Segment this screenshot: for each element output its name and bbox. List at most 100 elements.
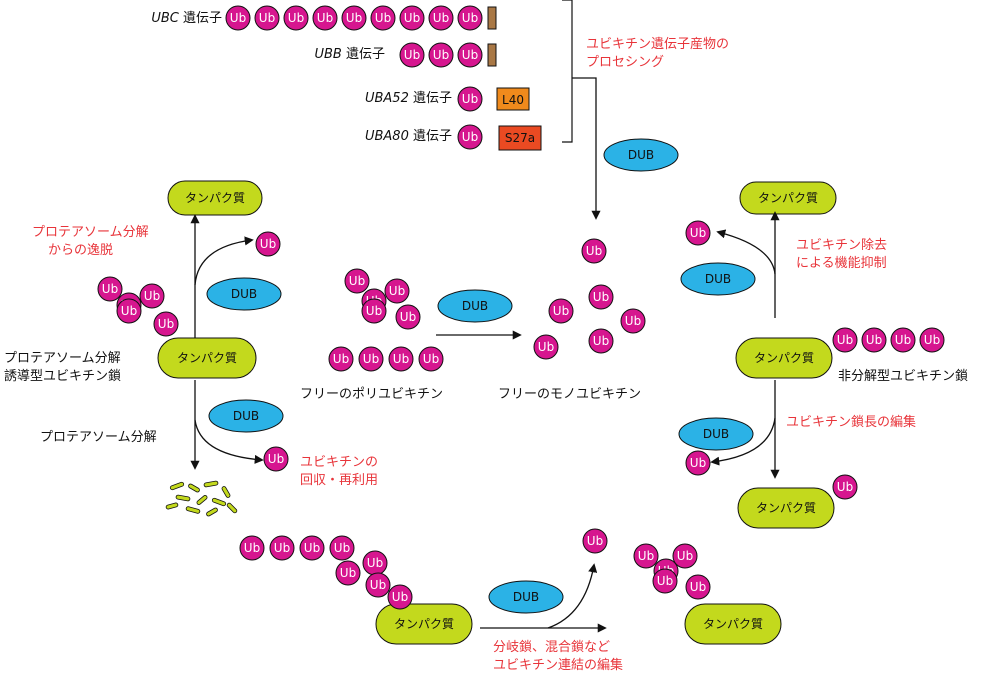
branched-ub-tail-4: Ub (387, 584, 413, 610)
recycle-label-2: 回収・再利用 (300, 473, 378, 488)
ub-label: Ub (690, 580, 706, 594)
protein-edited: タンパク質 (737, 487, 835, 529)
ub-label: Ub (102, 282, 118, 296)
dub-label: DUB (705, 272, 731, 286)
dub-poly: DUB (437, 289, 513, 323)
gene-label-ubc: UBC 遺伝子 (151, 11, 222, 26)
branched-result-ub-4: Ub (652, 568, 678, 594)
right-chain-ub-4: Ub (919, 327, 945, 353)
ub-label: Ub (423, 352, 439, 366)
dub-escape: DUB (206, 277, 282, 311)
free-mono-label: フリーのモノユビキチン (498, 387, 641, 402)
mono-ub-2: Ub (548, 298, 574, 324)
ub-label: Ub (593, 334, 609, 348)
protein-label: タンパク質 (177, 350, 237, 365)
removal-label-2: による機能抑制 (796, 256, 887, 271)
ub-chain-edit-free: Ub (685, 450, 711, 476)
ub-label: Ub (690, 226, 706, 240)
branched-label-2: ユビキチン連結の編集 (493, 657, 623, 673)
uba52-ub: Ub (457, 86, 483, 112)
ub-label: Ub (393, 352, 409, 366)
ub-label: Ub (340, 566, 356, 580)
arrow-branched-ub (547, 563, 598, 629)
ub-label: Ub (349, 274, 365, 288)
ub-label: Ub (404, 48, 420, 62)
ub-label: Ub (333, 352, 349, 366)
arrows (190, 211, 780, 633)
diagram-nodes: DUBDUBDUBDUBDUBDUBDUBタンパク質タンパク質タンパク質タンパク… (97, 138, 945, 645)
l40-label: L40 (502, 93, 524, 107)
uba80-ub: Ub (457, 124, 483, 150)
dub-label: DUB (703, 427, 729, 441)
arrow-escape-ub (194, 236, 254, 286)
gene-label-uba80: UBA80 遺伝子 (365, 129, 452, 144)
branched-ub-row-4: Ub (329, 535, 355, 561)
ub-recycle-free: Ub (263, 446, 289, 472)
dub-removal: DUB (680, 262, 756, 296)
dub-chain-edit: DUB (678, 417, 754, 451)
ubc-ub-7: Ub (399, 5, 425, 31)
arrow-chain-edit-ub (710, 417, 776, 466)
ub-label: Ub (260, 237, 276, 251)
ub-label: Ub (895, 333, 911, 347)
ubb-ub-1: Ub (399, 42, 425, 68)
ub-label: Ub (370, 578, 386, 592)
ub-label: Ub (433, 11, 449, 25)
protein-right: タンパク質 (735, 337, 833, 379)
processing-label-2: プロセシング (586, 55, 664, 70)
ub-label: Ub (363, 352, 379, 366)
left-chain-ub-5: Ub (153, 311, 179, 337)
ub-label: Ub (866, 333, 882, 347)
protein-label: タンパク質 (758, 190, 818, 205)
ubc-ub-9: Ub (457, 5, 483, 31)
dub-label: DUB (462, 299, 488, 313)
dub-label: DUB (513, 590, 539, 604)
poly-linear-ub-1: Ub (328, 346, 354, 372)
ub-label: Ub (389, 284, 405, 298)
non-degradative-label: 非分解型ユビキチン鎖 (838, 368, 968, 384)
ub-label: Ub (334, 541, 350, 555)
arrow-recycle-ub (194, 419, 264, 464)
protein-label: タンパク質 (756, 500, 816, 515)
protein-label: タンパク質 (703, 616, 763, 631)
ubb-ub-3: Ub (457, 42, 483, 68)
protein-label: タンパク質 (394, 616, 454, 631)
s27a-box (498, 125, 542, 151)
ub-label: Ub (638, 549, 654, 563)
ub-label: Ub (366, 304, 382, 318)
ub-label: Ub (144, 289, 160, 303)
ub-label: Ub (677, 549, 693, 563)
ubc-ub-5: Ub (341, 5, 367, 31)
branched-result-ub-5: Ub (685, 574, 711, 600)
recycle-label-1: ユビキチンの (300, 455, 378, 470)
protein-escape-top: タンパク質 (167, 180, 263, 216)
inducing-label-2: 誘導型ユビキチン鎖 (4, 368, 121, 384)
ub-label: Ub (462, 11, 478, 25)
ub-label: Ub (433, 48, 449, 62)
protein-branched-result: タンパク質 (684, 603, 782, 645)
right-chain-ub-1: Ub (832, 327, 858, 353)
arrow-removal-ub (716, 229, 776, 275)
uba52-ubiquitin: Ub (457, 86, 483, 112)
ubc-ub-3: Ub (283, 5, 309, 31)
ub-label: Ub (230, 11, 246, 25)
ubc-ub-1: Ub (225, 5, 251, 31)
branched-ub-tail-3: Ub (365, 572, 391, 598)
poly-cluster-ub-3: Ub (384, 278, 410, 304)
ub-label: Ub (625, 314, 641, 328)
ub-label: Ub (593, 290, 609, 304)
ub-label: Ub (462, 48, 478, 62)
mono-ub-5: Ub (533, 334, 559, 360)
dub-branched: DUB (488, 580, 564, 614)
dub-label: DUB (628, 148, 654, 162)
ub-label: Ub (462, 130, 478, 144)
ub-label: Ub (304, 541, 320, 555)
poly-linear-ub-3: Ub (388, 346, 414, 372)
poly-cluster-ub-4: Ub (361, 298, 387, 324)
branched-ub-tail-1: Ub (335, 560, 361, 586)
l40-box (496, 87, 530, 111)
ub-label: Ub (268, 452, 284, 466)
right-chain-ub-3: Ub (890, 327, 916, 353)
